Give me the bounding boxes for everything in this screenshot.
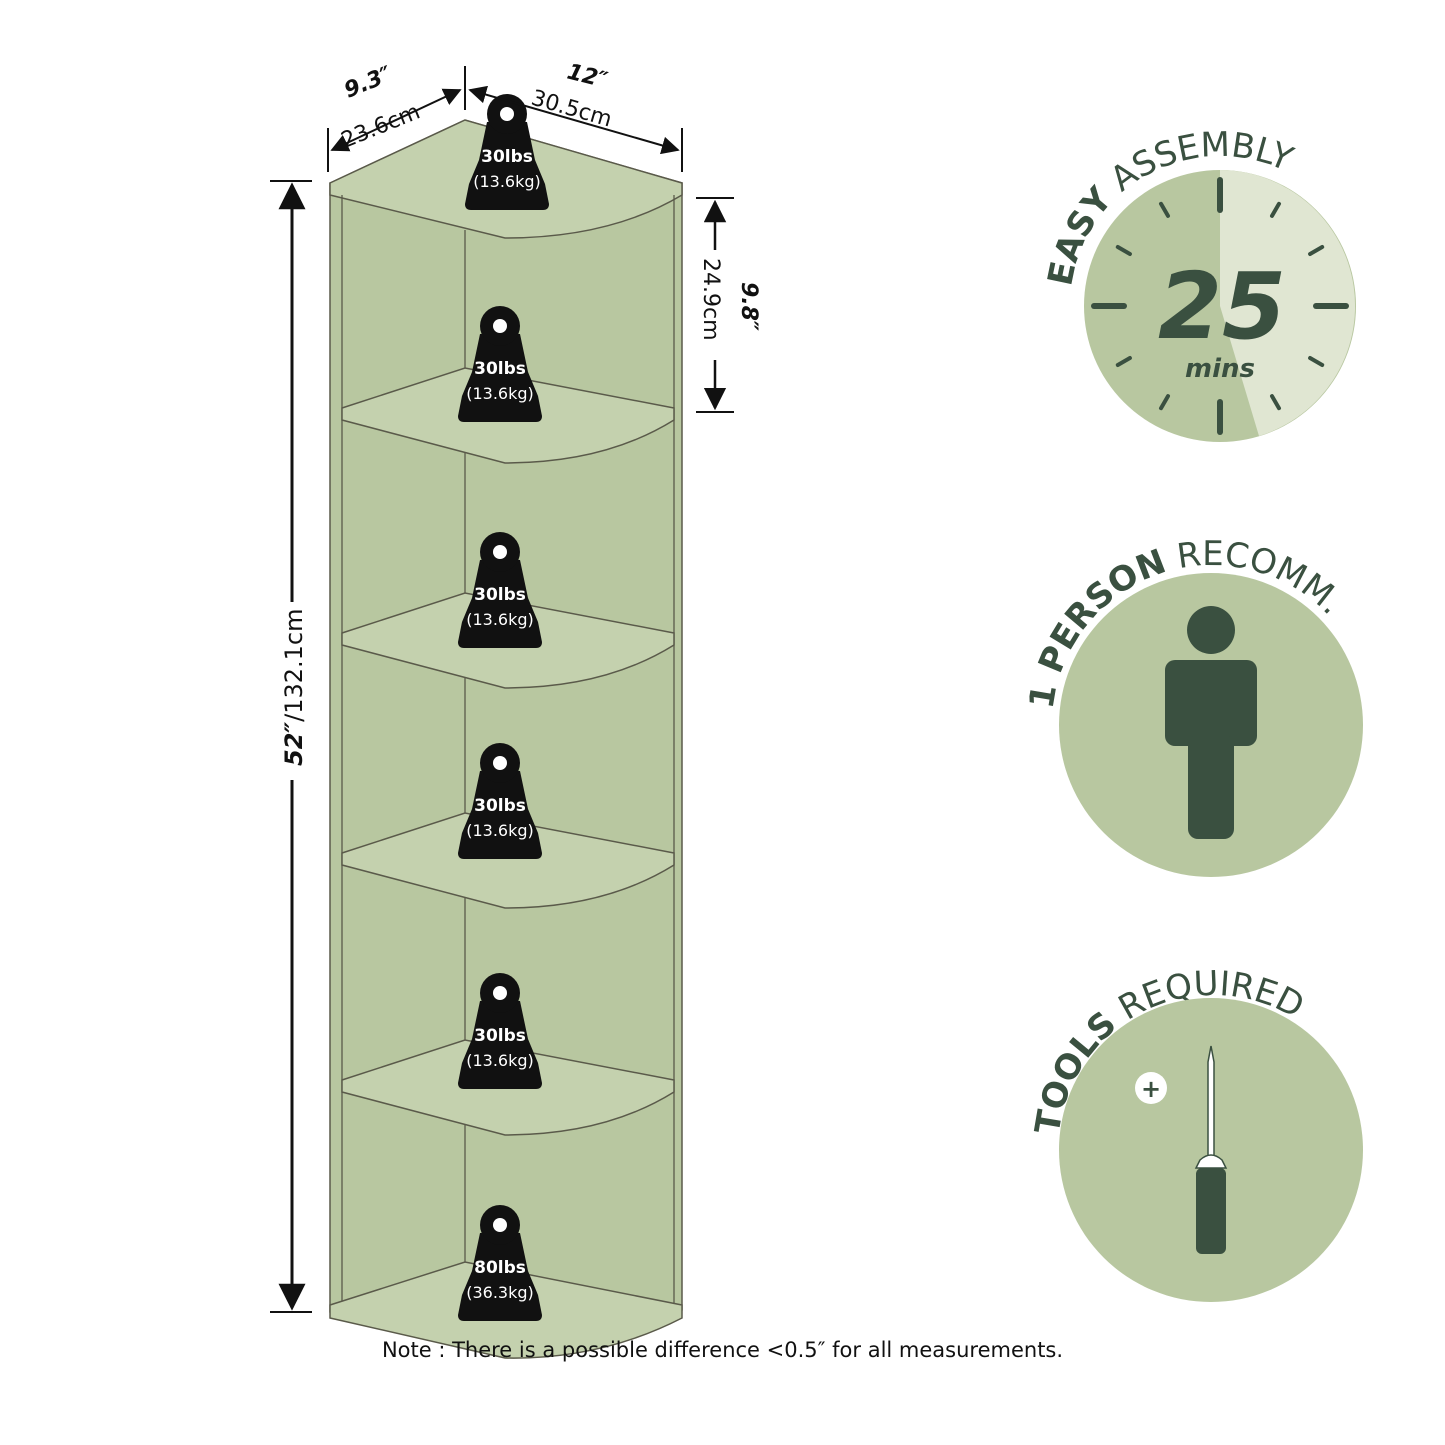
shelf-body	[329, 119, 683, 1356]
corner-shelf-drawing	[329, 119, 683, 1359]
timer-remaining-wedge	[1220, 170, 1356, 436]
easy-assembly-badge: EASY ASSEMBLY 25 mins	[1040, 125, 1356, 442]
height-cm-label: /132.1cm	[280, 609, 308, 722]
person-icon	[1165, 606, 1257, 839]
one-person-badge: 1 PERSON RECOMM.	[1022, 534, 1363, 877]
weight-lbs-label: 30lbs	[474, 1026, 526, 1046]
weight-lbs-label: 30lbs	[481, 147, 533, 167]
weight-lbs-label: 30lbs	[474, 796, 526, 816]
weight-icon: 30lbs (13.6kg)	[458, 306, 542, 422]
shelf-gap-inches-label: 9.8″	[736, 282, 761, 331]
weight-lbs-label: 30lbs	[474, 359, 526, 379]
weight-icon: 30lbs (13.6kg)	[458, 743, 542, 859]
phillips-screwdriver-icon: +	[1135, 1045, 1228, 1254]
assembly-unit: mins	[1185, 354, 1255, 384]
weight-icon: 30lbs (13.6kg)	[458, 973, 542, 1089]
plus-sign: +	[1141, 1075, 1161, 1103]
shelf-gap-cm-label: 24.9cm	[698, 258, 723, 341]
weight-kg-label: (13.6kg)	[466, 821, 534, 840]
assembly-minutes: 25	[1158, 253, 1286, 360]
weight-kg-label: (36.3kg)	[466, 1283, 534, 1302]
width-inches-label: 12″	[565, 60, 610, 94]
weight-icon: 30lbs (13.6kg)	[458, 532, 542, 648]
weight-kg-label: (13.6kg)	[466, 610, 534, 629]
svg-text:52″/132.1cm: 52″/132.1cm	[280, 609, 308, 767]
weight-icon: 80lbs (36.3kg)	[458, 1205, 542, 1321]
weight-kg-label: (13.6kg)	[466, 384, 534, 403]
weight-lbs-label: 80lbs	[474, 1258, 526, 1278]
weight-kg-label: (13.6kg)	[473, 172, 541, 191]
height-inches-label: 52″	[280, 722, 308, 766]
weight-kg-label: (13.6kg)	[466, 1051, 534, 1070]
depth-inches-label: 9.3″	[341, 62, 396, 104]
clock-icon	[1091, 177, 1349, 435]
dimension-lines	[270, 66, 734, 1313]
height-label: 52″/132.1cm	[280, 609, 308, 767]
tools-required-badge: TOOLS REQUIRED +	[1028, 964, 1363, 1302]
shelf-board	[341, 812, 675, 909]
measurement-note: Note : There is a possible difference <0…	[381, 1338, 1064, 1362]
weight-lbs-label: 30lbs	[474, 585, 526, 605]
